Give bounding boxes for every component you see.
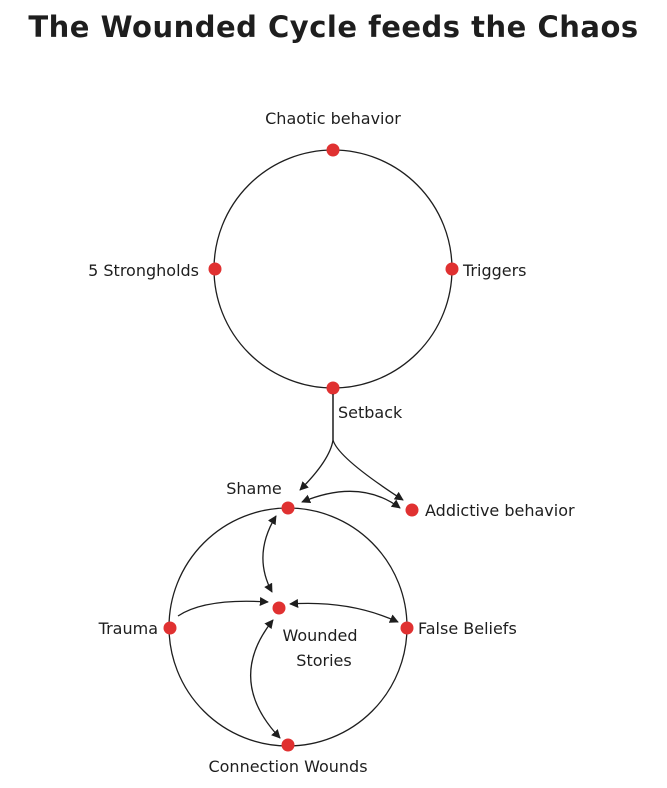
label-wounded-stories-line2: Stories [296, 651, 351, 670]
arrow-trauma-to-wounded-stories [177, 596, 269, 617]
node-wounded-stories[interactable] [272, 601, 286, 615]
node-chaotic-behavior[interactable] [326, 143, 340, 157]
label-setback: Setback [338, 403, 403, 422]
node-connection-wounds[interactable] [281, 738, 295, 752]
label-connection-wounds: Connection Wounds [208, 757, 367, 776]
node-trauma[interactable] [163, 621, 177, 635]
label-chaotic-behavior: Chaotic behavior [265, 109, 401, 128]
diagram-title: The Wounded Cycle feeds the Chaos [28, 10, 639, 44]
node-false-beliefs[interactable] [400, 621, 414, 635]
arrow-shame-wounded-stories [262, 515, 277, 593]
chaos-cycle-circle [213, 149, 453, 389]
node-shame[interactable] [281, 501, 295, 515]
label-addictive-behavior: Addictive behavior [425, 501, 575, 520]
arrow-false-beliefs-wounded-stories [289, 598, 399, 623]
node-5-strongholds[interactable] [208, 262, 222, 276]
label-false-beliefs: False Beliefs [418, 619, 517, 638]
arrow-setback-to-shame [299, 394, 334, 491]
label-wounded-stories-line1: Wounded [282, 626, 357, 645]
label-trauma: Trauma [98, 619, 158, 638]
node-setback[interactable] [326, 381, 340, 395]
arrow-addictive-shame [301, 490, 401, 509]
label-triggers: Triggers [462, 261, 527, 280]
arrow-wounded-stories-connection-wounds [250, 619, 281, 739]
label-shame: Shame [226, 479, 282, 498]
node-addictive-behavior[interactable] [405, 503, 419, 517]
node-triggers[interactable] [445, 262, 459, 276]
label-5-strongholds: 5 Strongholds [88, 261, 199, 280]
arrow-setback-to-addictive [332, 394, 404, 501]
